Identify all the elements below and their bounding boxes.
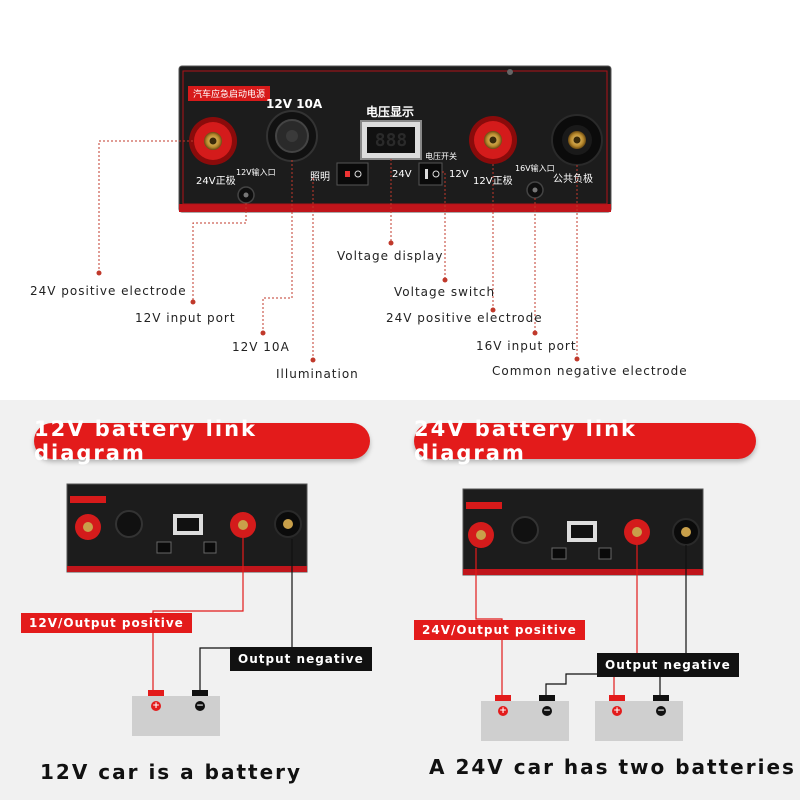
- socket-12v-10a: [266, 110, 318, 162]
- callout-voltage-switch: Voltage switch: [394, 285, 496, 299]
- caption-12v: 12V car is a battery: [40, 760, 303, 784]
- minus-icon: −: [656, 706, 666, 716]
- battery-24v-a: + −: [481, 695, 569, 741]
- panel-label-12v10a: 12V 10A: [266, 97, 323, 111]
- minus-icon: −: [542, 706, 552, 716]
- panel-label-16v-input: 16V输入口: [515, 164, 555, 173]
- label-24v-output-negative: Output negative: [597, 653, 739, 677]
- callout-voltage-display: Voltage display: [337, 249, 444, 263]
- callout-illumination: Illumination: [276, 367, 359, 381]
- panel-label-common-negative: 公共负极: [553, 174, 593, 185]
- caption-24v: A 24V car has two batteries: [429, 755, 796, 779]
- terminal-24v-positive-left: [189, 117, 237, 165]
- panel-label-12v-input: 12V输入口: [236, 168, 276, 177]
- panel-label-light: 照明: [310, 172, 330, 183]
- minus-icon: −: [195, 701, 205, 711]
- panel-label-switch: 电压开关: [425, 152, 457, 161]
- panel-label-12v-positive: 12V正极: [473, 176, 513, 187]
- label-12v-output-positive: 12V/Output positive: [21, 613, 192, 633]
- label-12v-output-negative: Output negative: [230, 647, 372, 671]
- mini-panel-12v: [66, 483, 308, 573]
- link-diagrams: [66, 483, 704, 697]
- plus-icon: +: [612, 706, 622, 716]
- callout-12v-input-port: 12V input port: [135, 311, 236, 325]
- panel-label-24v-positive: 24V正极: [196, 176, 236, 187]
- battery-24v-b: + −: [595, 695, 683, 741]
- brand-label: 汽车应急启动电源: [188, 86, 271, 101]
- callout-24v-positive-left: 24V positive electrode: [30, 284, 187, 298]
- callout-common-negative: Common negative electrode: [492, 364, 688, 378]
- display-digits: 888: [375, 130, 408, 151]
- callout-16v-input-port: 16V input port: [476, 339, 577, 353]
- label-24v-output-positive: 24V/Output positive: [414, 620, 585, 640]
- switch-illumination: [336, 162, 369, 186]
- callout-12v-10a: 12V 10A: [232, 340, 290, 354]
- panel-figure: 888: [96, 65, 612, 363]
- battery-12v: + −: [132, 690, 220, 736]
- panel-label-24v: 24V: [392, 169, 412, 180]
- panel-label-voltage-display: 电压显示: [366, 105, 415, 119]
- plus-icon: +: [498, 706, 508, 716]
- terminal-common-negative: [551, 114, 603, 166]
- plus-icon: +: [151, 701, 161, 711]
- panel-label-12v: 12V: [449, 169, 469, 180]
- switch-voltage: [418, 162, 443, 186]
- terminal-12v-positive: [469, 116, 517, 164]
- mini-panel-24v: [462, 488, 704, 576]
- callout-24v-positive-right: 24V positive electrode: [386, 311, 543, 325]
